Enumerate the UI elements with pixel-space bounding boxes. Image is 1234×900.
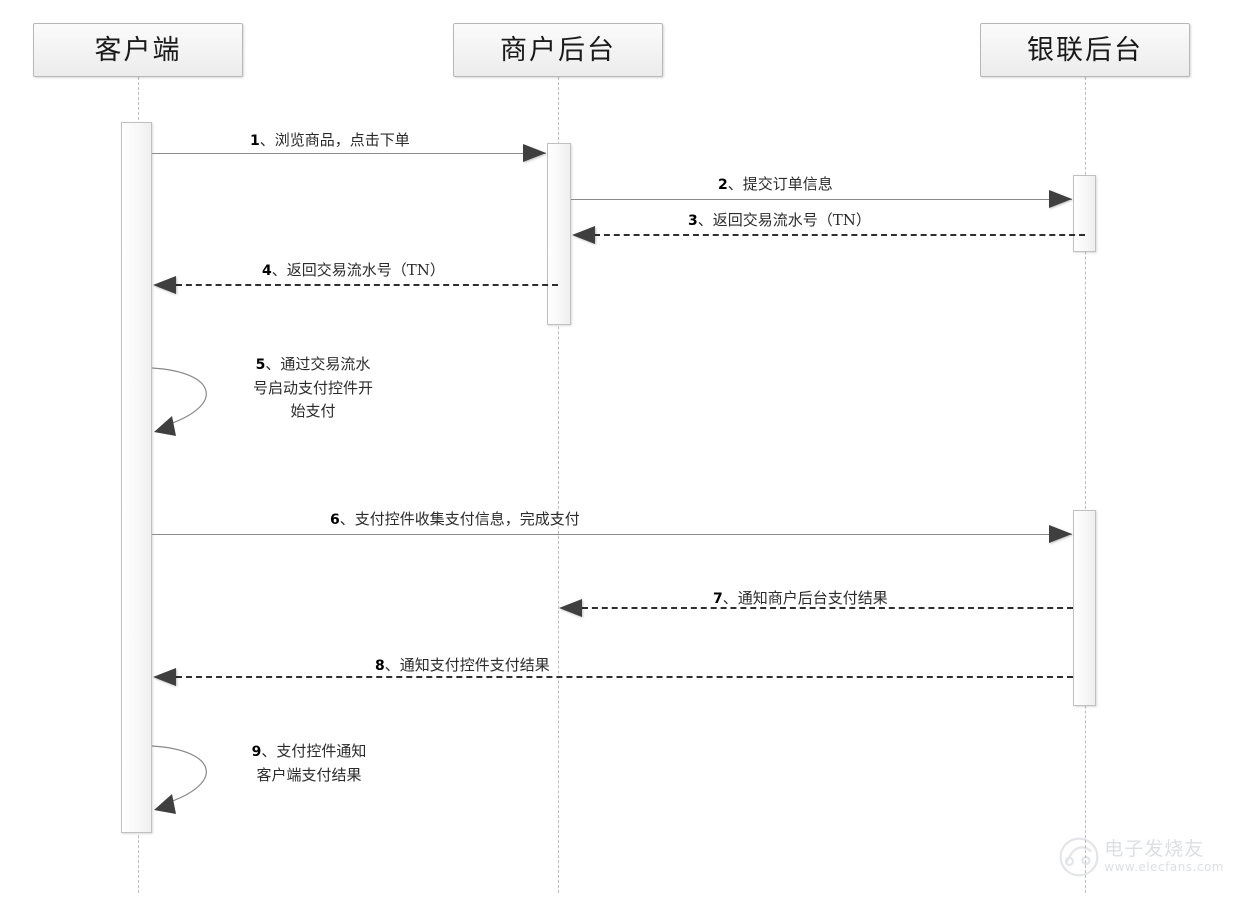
message-line-8 [176,676,1073,678]
self-message-label-5: 5、通过交易流水 号启动支付控件开 始支付 [230,353,396,423]
participant-label-client: 客户端 [94,34,182,66]
message-text-1: 、浏览商品，点击下单 [259,131,410,149]
message-label-1: 1、浏览商品，点击下单 [250,130,410,152]
message-label-6: 6、支付控件收集支付信息，完成支付 [330,509,580,531]
message-number-8: 8 [375,658,385,674]
message-arrowhead-7 [559,599,582,617]
participant-label-unionpay: 银联后台 [1027,34,1143,66]
lifeline-unionpay [1085,77,1086,893]
participant-box-merchant[interactable]: 商户后台 [453,23,663,77]
message-arrowhead-6 [1049,525,1072,543]
message-number-6: 6 [330,512,340,528]
participant-box-client[interactable]: 客户端 [33,23,243,77]
watermark-text-group: 电子发烧友 www.elecfans.com [1104,837,1224,874]
message-label-2: 2、提交订单信息 [718,174,833,196]
message-arrowhead-2 [1049,190,1072,208]
self-message-number-9: 9 [251,744,262,760]
message-arrowhead-4 [153,276,176,294]
message-line-7 [582,607,1073,609]
message-text-6: 、支付控件收集支付信息，完成支付 [339,510,580,528]
message-number-1: 1 [250,133,260,149]
self-message-number-5: 5 [255,357,266,373]
activation-bar-unionpay-1 [1073,175,1096,252]
self-message-loop-9 [151,745,207,814]
participant-label-merchant: 商户后台 [500,34,616,66]
message-number-7: 7 [713,591,723,607]
message-number-2: 2 [718,177,728,193]
message-number-4: 4 [262,263,272,279]
watermark: 电子发烧友 www.elecfans.com [1058,836,1224,878]
message-arrowhead-3 [572,226,595,244]
lifeline-merchant [558,77,559,893]
message-number-3: 3 [688,213,698,229]
self-message-label-9: 9、支付控件通知 客户端支付结果 [230,740,388,787]
message-line-1 [152,153,546,154]
participant-box-unionpay[interactable]: 银联后台 [980,23,1190,77]
message-text-3: 、返回交易流水号（TN） [697,211,871,229]
message-arrowhead-1 [523,144,546,162]
activation-bar-unionpay-2 [1073,510,1096,706]
self-message-loop-5 [151,367,207,436]
message-text-2: 、提交订单信息 [727,175,833,193]
watermark-logo-icon [1059,837,1099,877]
message-text-7: 、通知商户后台支付结果 [722,589,888,607]
message-line-3 [594,234,1085,236]
message-text-8: 、通知支付控件支付结果 [384,656,550,674]
message-arrowhead-8 [153,668,176,686]
watermark-url-text: www.elecfans.com [1104,859,1224,874]
activation-bar-merchant [547,143,571,325]
message-label-8: 8、通知支付控件支付结果 [375,655,550,677]
watermark-cn-text: 电子发烧友 [1104,837,1205,860]
message-label-3: 3、返回交易流水号（TN） [688,210,871,232]
message-line-6 [152,534,1072,535]
activation-bar-client [121,122,152,833]
self-message-text-5: 、通过交易流水 号启动支付控件开 始支付 [252,355,373,420]
message-label-4: 4、返回交易流水号（TN） [262,260,445,282]
message-text-4: 、返回交易流水号（TN） [271,261,445,279]
message-label-7: 7、通知商户后台支付结果 [713,588,888,610]
self-message-text-9: 、支付控件通知 客户端支付结果 [256,742,367,784]
message-line-4 [176,284,558,286]
message-line-2 [571,199,1072,200]
